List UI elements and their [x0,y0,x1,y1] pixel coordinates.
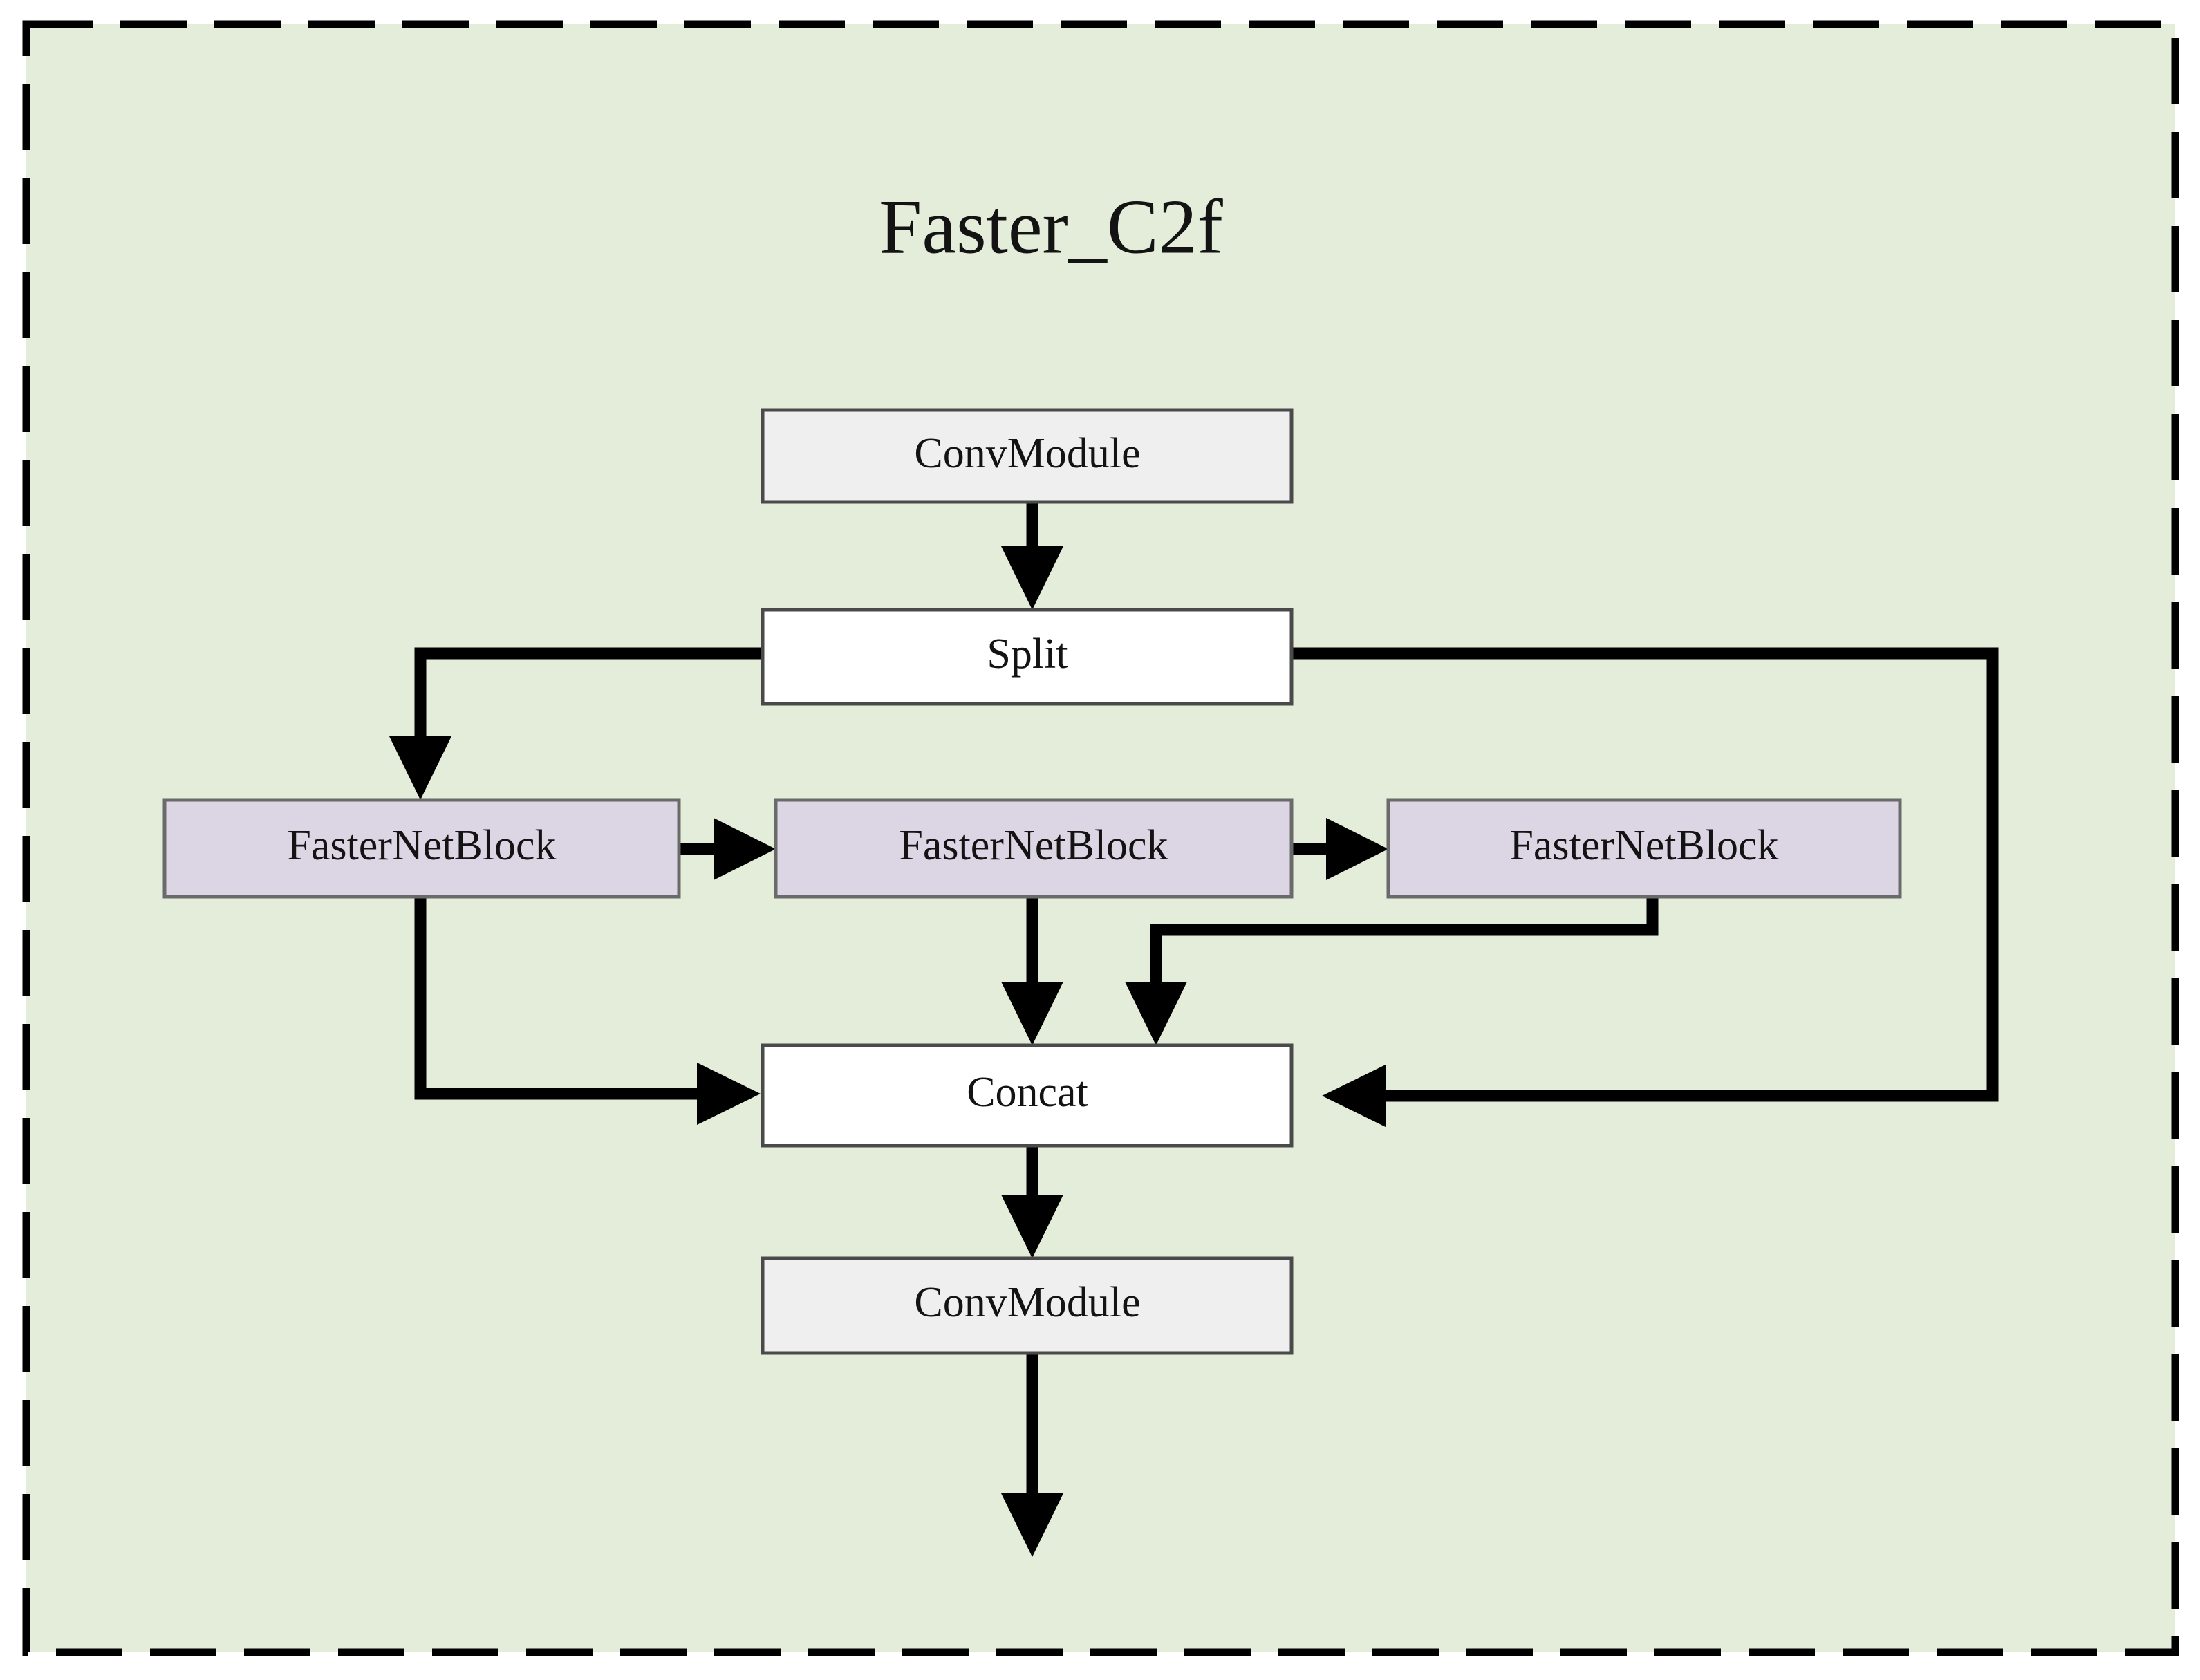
edge-split-to-fnb1 [389,647,763,800]
edge-fnb1-to-fnb2 [679,818,776,880]
split-label: Split [987,631,1068,678]
split-box[interactable] [761,608,1294,706]
fasternetblock-3-label: FasterNetBlock [1509,822,1778,869]
edge-convbot-to-output [1001,1353,1063,1557]
node-fasternetblock-2[interactable]: FasterNetBlock [774,798,1294,899]
fasternetblock-2-label: FasterNetBlock [899,822,1168,869]
conv-module-top-label: ConvModule [914,430,1140,477]
concat-label: Concat [967,1069,1088,1116]
edge-split-to-concat [1292,647,1999,1127]
edge-fnb3-to-concat [1125,897,1659,1045]
conv-module-top-box[interactable] [761,408,1294,504]
conv-module-bottom-label: ConvModule [914,1279,1140,1326]
edge-convtop-to-split [1001,502,1063,610]
edge-fnb2-to-fnb3 [1292,818,1388,880]
fasternetblock-1-box[interactable] [162,798,681,899]
concat-box[interactable] [761,1043,1294,1148]
node-conv-module-bottom[interactable]: ConvModule [761,1256,1294,1355]
fasternetblock-1-label: FasterNetBlock [287,822,556,869]
page-title: Faster_C2f [879,185,1223,270]
fasternetblock-2-box[interactable] [774,798,1294,899]
node-fasternetblock-1[interactable]: FasterNetBlock [162,798,681,899]
edge-fnb1-to-concat [414,897,761,1125]
node-fasternetblock-3[interactable]: FasterNetBlock [1386,798,1902,899]
node-split[interactable]: Split [761,608,1294,706]
edge-fnb2-to-concat [1001,897,1063,1045]
conv-module-bottom-box[interactable] [761,1256,1294,1355]
edge-concat-to-convbot [1001,1146,1063,1258]
node-concat[interactable]: Concat [761,1043,1294,1148]
fasternetblock-3-box[interactable] [1386,798,1902,899]
node-conv-module-top[interactable]: ConvModule [761,408,1294,504]
